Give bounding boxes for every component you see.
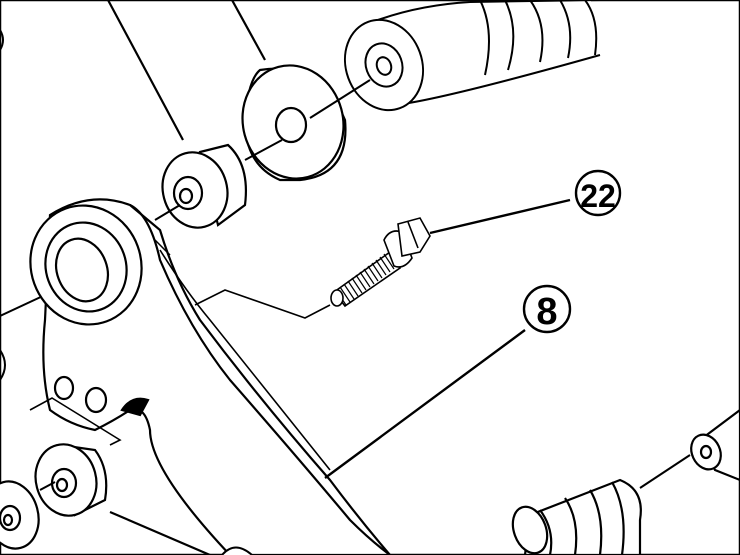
leader-line-bolt-to-lever — [194, 289, 331, 319]
leader-line-22 — [429, 198, 571, 235]
lower-bolt-head-part — [0, 480, 40, 550]
leader-line-lever-holes — [29, 397, 122, 446]
centerline-2 — [244, 139, 283, 161]
centerline-1 — [154, 204, 181, 221]
leader-line-washer — [231, 0, 266, 61]
lower-spacer-part — [34, 443, 108, 517]
centerline-5 — [39, 481, 56, 491]
flange-bolt-part — [330, 217, 431, 308]
lever-edge-detail — [154, 239, 171, 256]
pivot-shaft-part — [343, 0, 601, 112]
callout-8-label: 8 — [536, 291, 557, 333]
leader-line-bottom — [109, 510, 211, 555]
callout-22: 22 — [574, 169, 622, 217]
callout-partial-bottom — [221, 546, 253, 555]
left-edge-partial-2 — [0, 349, 6, 381]
callout-8: 8 — [522, 284, 572, 334]
leader-line-8 — [324, 329, 526, 479]
leader-line-bushing — [107, 0, 184, 141]
centerline-3 — [309, 79, 371, 119]
left-edge-partial — [0, 29, 4, 51]
callout-22-label: 22 — [580, 178, 616, 214]
shift-lever-part — [29, 198, 392, 555]
spacer-bushing-part — [161, 143, 247, 229]
callout-22-circle — [574, 169, 622, 217]
foot-peg-rubber-part — [511, 408, 740, 555]
callout-8-circle — [522, 284, 572, 334]
flat-washer-part — [241, 64, 347, 182]
